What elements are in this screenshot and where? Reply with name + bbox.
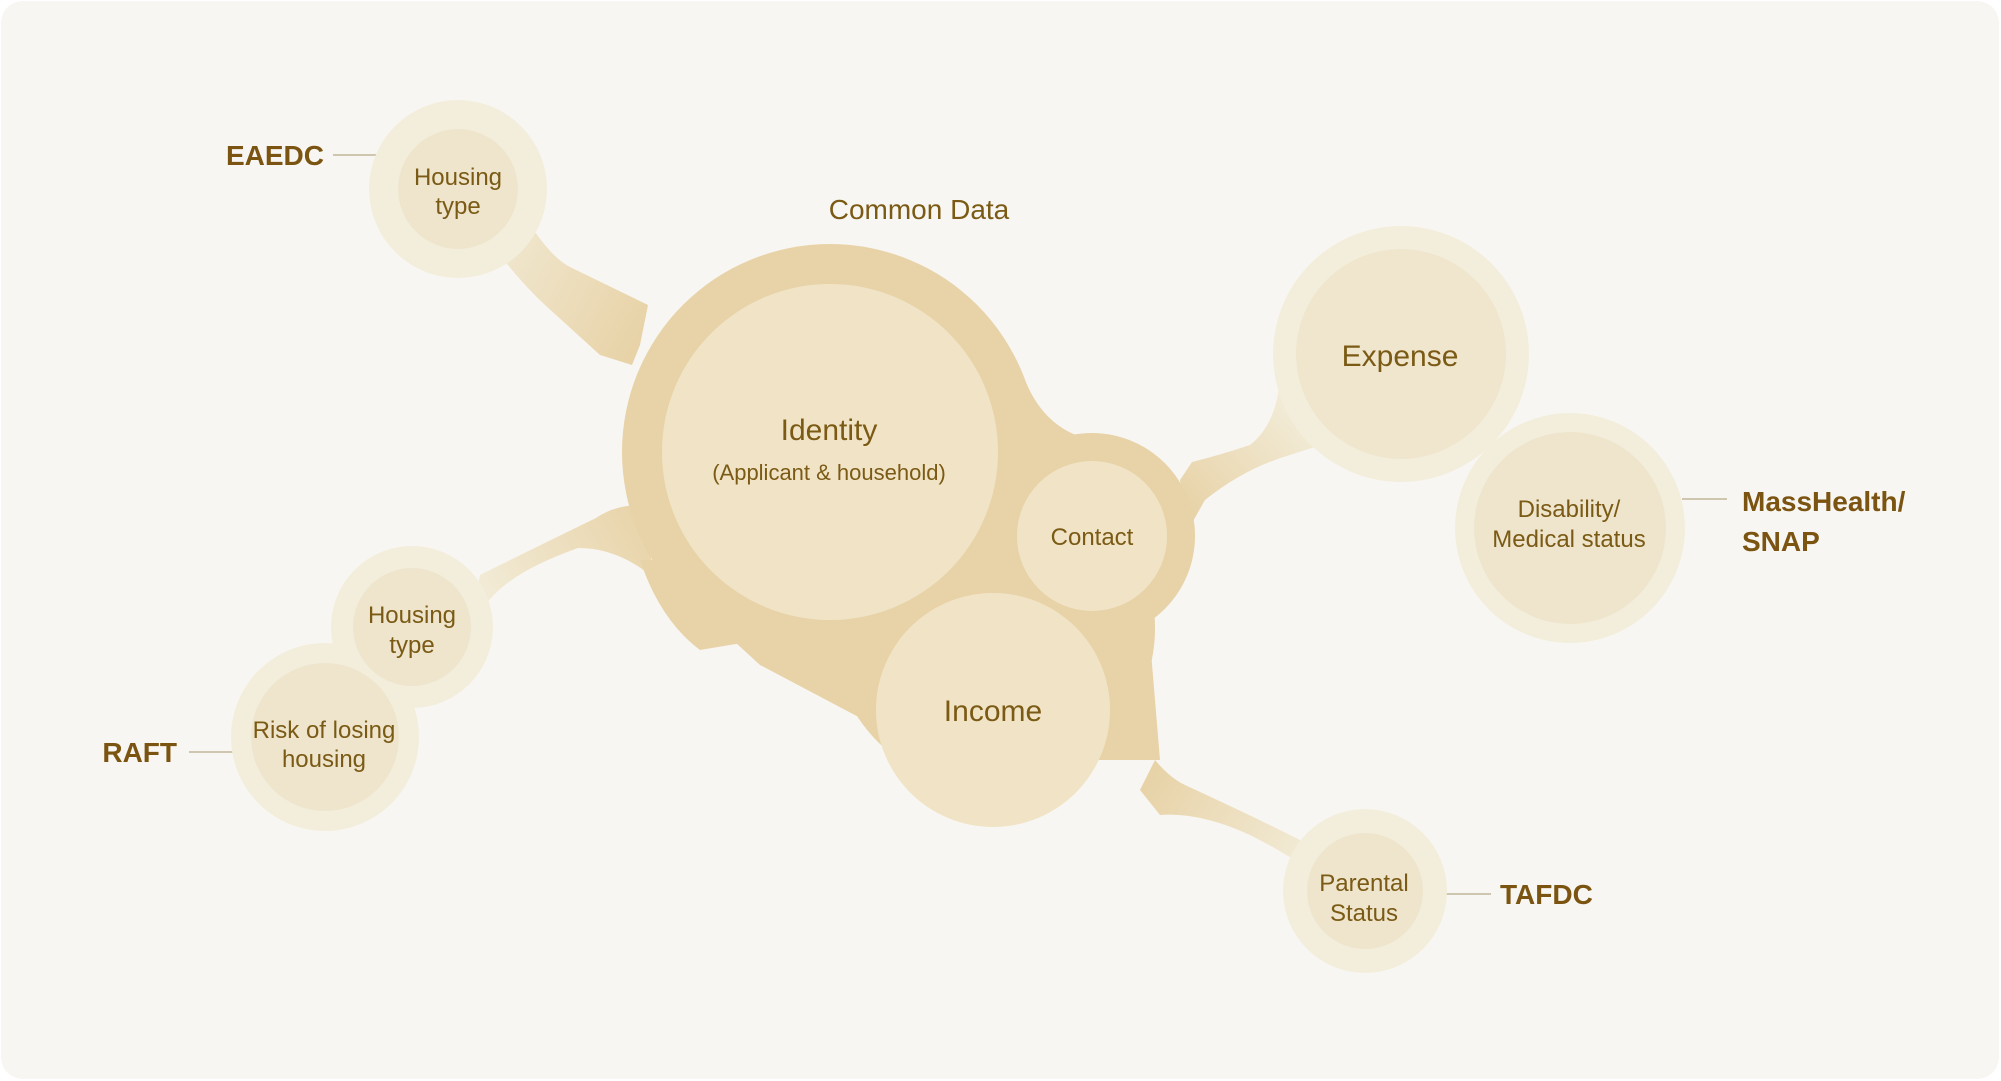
contact-node[interactable] <box>1017 461 1167 611</box>
tafdc-program-label: TAFDC <box>1500 879 1593 910</box>
contact-label: Contact <box>1051 524 1134 551</box>
eaedc-housing-type-node[interactable] <box>398 129 518 249</box>
masshealth-program-label-line1: MassHealth/ <box>1742 486 1906 517</box>
raft-housing-type-node[interactable] <box>353 568 471 686</box>
raft-risk-line1: Risk of losing <box>253 717 396 744</box>
expense-node[interactable] <box>1296 249 1506 459</box>
raft-branch <box>231 546 493 831</box>
parental-status-node[interactable] <box>1307 833 1423 949</box>
identity-sublabel: (Applicant & household) <box>712 460 946 485</box>
parental-status-line2: Status <box>1330 900 1398 927</box>
tafdc-branch <box>1283 809 1447 973</box>
tafdc-branch-stem <box>1140 760 1310 870</box>
disability-label-line1: Disability/ <box>1518 496 1621 523</box>
disability-medical-status-node[interactable] <box>1474 432 1666 624</box>
diagram-title: Common Data <box>829 194 1010 225</box>
raft-housing-type-line2: type <box>389 632 434 659</box>
income-node[interactable] <box>876 593 1110 827</box>
parental-status-line1: Parental <box>1319 870 1408 897</box>
raft-housing-type-line1: Housing <box>368 602 456 629</box>
disability-label-line2: Medical status <box>1492 526 1645 553</box>
expense-label: Expense <box>1342 340 1459 373</box>
masshealth-program-label-line2: SNAP <box>1742 526 1820 557</box>
eaedc-branch <box>369 100 547 278</box>
eaedc-program-label: EAEDC <box>226 140 324 171</box>
eaedc-housing-type-line2: type <box>435 193 480 220</box>
identity-node[interactable] <box>662 284 998 620</box>
masshealth-branch <box>1273 226 1685 643</box>
raft-risk-line2: housing <box>282 746 366 773</box>
raft-risk-of-losing-housing-node[interactable] <box>251 663 399 811</box>
raft-branch-stem <box>470 505 656 625</box>
raft-program-label: RAFT <box>102 737 177 768</box>
eaedc-housing-type-line1: Housing <box>414 164 502 191</box>
income-label: Income <box>944 695 1042 728</box>
eaedc-branch-stem <box>492 200 648 365</box>
identity-label: Identity <box>781 414 878 447</box>
